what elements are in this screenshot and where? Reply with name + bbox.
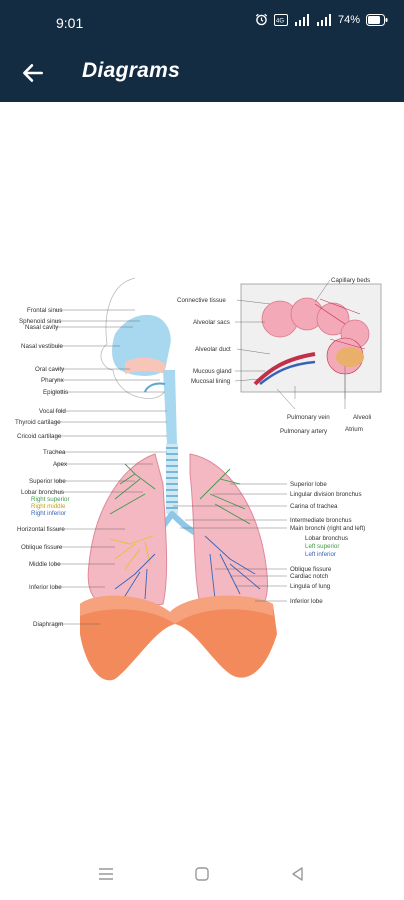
svg-text:Sphenoid sinus: Sphenoid sinus [19, 318, 61, 325]
svg-text:Right superior: Right superior [31, 496, 70, 503]
svg-text:Left inferior: Left inferior [305, 551, 336, 558]
svg-text:Middle lobe: Middle lobe [29, 561, 61, 568]
svg-text:Alveoli: Alveoli [353, 414, 371, 421]
svg-text:Intermediate bronchus: Intermediate bronchus [290, 517, 352, 524]
data-icon: 4G [273, 13, 288, 26]
svg-text:Alveolar sacs: Alveolar sacs [193, 319, 230, 326]
diagram-viewer[interactable]: Frontal sinus Sphenoid sinus Nasal cavit… [0, 102, 404, 848]
svg-text:Pulmonary vein: Pulmonary vein [287, 414, 330, 421]
svg-text:Main bronchi (right and left): Main bronchi (right and left) [290, 525, 365, 532]
arrow-left-icon[interactable] [20, 60, 46, 86]
battery-icon [366, 13, 388, 26]
svg-text:Left superior: Left superior [305, 543, 339, 550]
svg-text:Oblique fissure: Oblique fissure [21, 544, 63, 551]
signal-icon [316, 13, 331, 26]
svg-text:Connective tissue: Connective tissue [177, 297, 226, 304]
svg-text:Capillary beds: Capillary beds [331, 277, 370, 284]
svg-text:Thyroid cartilage: Thyroid cartilage [15, 419, 61, 426]
app-bar: Diagrams [0, 44, 404, 102]
svg-text:Lingula of lung: Lingula of lung [290, 583, 331, 590]
svg-text:Right inferior: Right inferior [31, 510, 66, 517]
yellow-bronchi [109, 535, 154, 570]
svg-text:Nasal cavity: Nasal cavity [25, 324, 59, 331]
svg-text:4G: 4G [276, 18, 284, 24]
svg-text:Horizontal fissure: Horizontal fissure [17, 526, 65, 533]
inset-leaders [234, 279, 346, 410]
svg-text:Atrium: Atrium [345, 426, 363, 433]
svg-text:Mucous gland: Mucous gland [193, 368, 232, 375]
green-bronchi [109, 463, 251, 525]
inset-labels: Connective tissue Alveolar sacs Alveolar… [177, 277, 371, 435]
battery-percent: 74% [337, 13, 360, 26]
left-leaders [55, 309, 167, 625]
svg-text:Apex: Apex [53, 461, 68, 468]
left-labels: Frontal sinus Sphenoid sinus Nasal cavit… [15, 307, 70, 628]
signal-icon [294, 13, 309, 26]
svg-text:Nasal vestibule: Nasal vestibule [21, 343, 64, 350]
right-labels: Superior lobe Lingular division bronchus… [290, 481, 365, 605]
status-icons: 4G 74% [255, 13, 388, 26]
system-nav-bar [0, 848, 404, 900]
back-triangle-icon[interactable] [288, 864, 308, 884]
svg-text:Lobar bronchus: Lobar bronchus [305, 535, 348, 542]
svg-text:Superior lobe: Superior lobe [290, 481, 327, 488]
right-leaders [173, 483, 287, 602]
menu-icon[interactable] [96, 864, 116, 884]
svg-text:Superior lobe: Superior lobe [29, 478, 66, 485]
svg-text:Vocal fold: Vocal fold [39, 408, 66, 415]
svg-text:Lobar bronchus: Lobar bronchus [21, 489, 64, 496]
status-bar: 9:01 4G 74% [0, 0, 404, 44]
svg-text:Carina of trachea: Carina of trachea [290, 503, 338, 510]
svg-text:Cricoid cartilage: Cricoid cartilage [17, 433, 62, 440]
svg-text:Diaphragm: Diaphragm [33, 621, 63, 628]
svg-text:Trachea: Trachea [43, 449, 66, 456]
svg-text:Oblique fissure: Oblique fissure [290, 566, 332, 573]
page-title: Diagrams [82, 59, 181, 82]
svg-text:Epiglottis: Epiglottis [43, 389, 68, 396]
svg-text:Pharynx: Pharynx [41, 377, 65, 384]
svg-text:Pulmonary artery: Pulmonary artery [280, 428, 328, 435]
svg-text:Frontal sinus: Frontal sinus [27, 307, 62, 314]
svg-text:Lingular division bronchus: Lingular division bronchus [290, 491, 362, 498]
svg-text:Inferior lobe: Inferior lobe [29, 584, 62, 591]
status-time: 9:01 [56, 15, 84, 31]
svg-text:Cardiac notch: Cardiac notch [290, 573, 329, 580]
alveoli-cluster [253, 297, 370, 386]
alarm-icon [255, 13, 268, 26]
svg-text:Alveolar duct: Alveolar duct [195, 346, 231, 353]
respiratory-system-diagram[interactable]: Frontal sinus Sphenoid sinus Nasal cavit… [15, 274, 389, 694]
svg-text:Inferior lobe: Inferior lobe [290, 598, 323, 605]
home-square-icon[interactable] [192, 864, 212, 884]
svg-text:Mucosal lining: Mucosal lining [191, 378, 231, 385]
svg-text:Oral cavity: Oral cavity [35, 366, 65, 373]
svg-text:Right middle: Right middle [31, 503, 66, 510]
